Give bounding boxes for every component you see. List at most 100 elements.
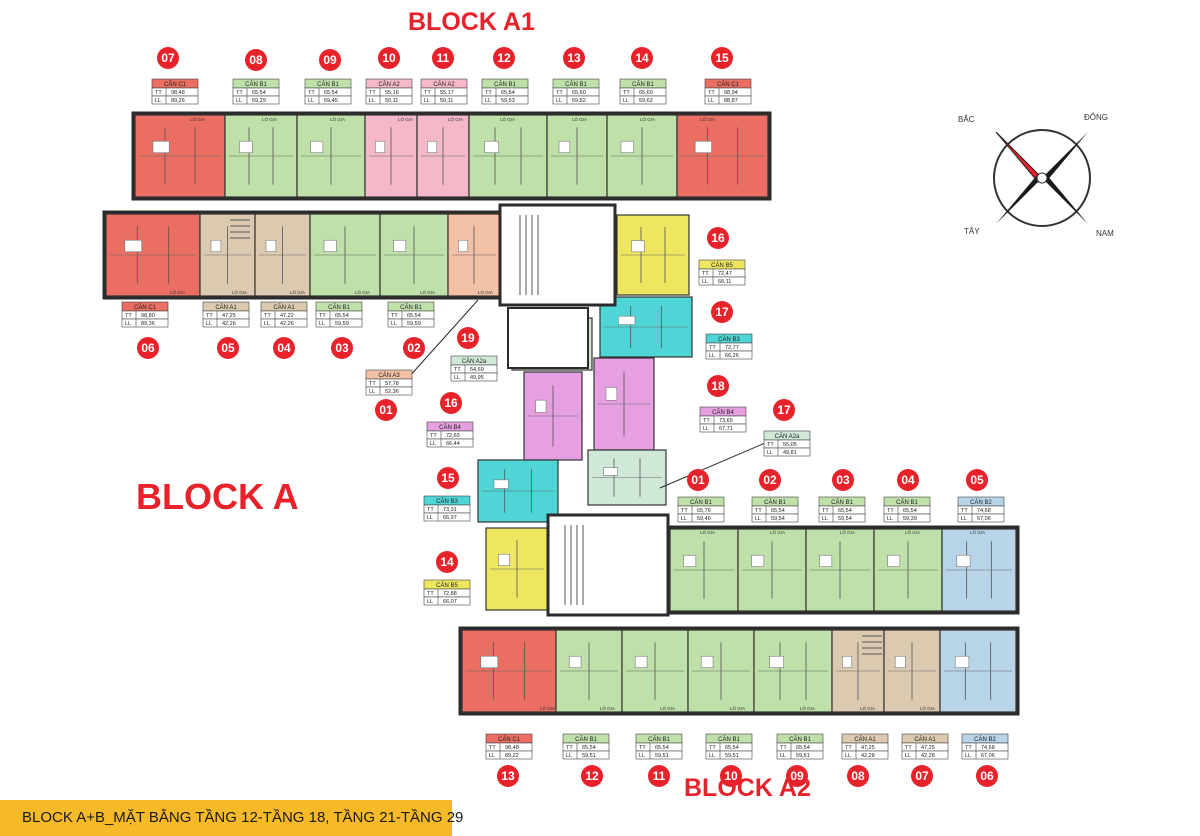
furniture: [751, 554, 765, 568]
area-value-ll: 59,51: [796, 753, 810, 759]
apartment-number-a2-08: 08: [847, 765, 869, 787]
compass-ring: [993, 129, 1091, 227]
compass-needle-south: [1042, 174, 1088, 224]
apartment-number-badge: [457, 327, 479, 349]
area-key-tt: TT: [709, 745, 716, 751]
area-key-tt: TT: [369, 381, 376, 387]
area-key-tt: TT: [264, 313, 271, 319]
apartment-number-badge: [378, 47, 400, 69]
area-key-ll: LL: [702, 279, 708, 285]
area-key-ll: LL: [308, 98, 314, 104]
area-key-tt: TT: [702, 271, 709, 277]
furniture: [769, 655, 784, 669]
apartment-number-text: 17: [715, 305, 729, 319]
apartment-number-badge: [436, 551, 458, 573]
area-key-ll: LL: [155, 98, 161, 104]
apartment-number-text: 15: [441, 471, 455, 485]
furniture: [124, 239, 143, 253]
apartment-area-row: [426, 438, 474, 448]
area-value-tt: 65,54: [582, 745, 596, 751]
area-value-tt: 98,48: [505, 745, 519, 751]
area-value-tt: 65,54: [252, 90, 266, 96]
area-value-tt: 65,60: [572, 90, 586, 96]
logia-label: LÔ GIA: [860, 705, 875, 711]
logia-label: LÔ GIA: [800, 705, 815, 711]
area-value-ll: 66,97: [443, 515, 457, 521]
area-value-tt: 65,60: [639, 90, 653, 96]
apartment-type-label: CĂN B1: [245, 81, 267, 88]
area-value-ll: 59,52: [572, 98, 586, 104]
apartment-number-badge: [375, 399, 397, 421]
apartment-number-a1-03: 03: [331, 337, 353, 359]
area-value-ll: 89,26: [171, 98, 185, 104]
logia-label: LÔ GIA: [970, 529, 985, 535]
apartment-area-row: [818, 513, 866, 523]
area-key-tt: TT: [427, 507, 434, 513]
area-key-ll: LL: [454, 375, 460, 381]
area-value-tt: 54,69: [470, 367, 484, 373]
furniture: [956, 554, 971, 568]
furniture: [618, 315, 636, 325]
apartment-area-row: [423, 512, 471, 522]
logia-label: LÔ GIA: [290, 289, 305, 295]
area-value-ll: 42,28: [861, 753, 875, 759]
area-key-ll: LL: [264, 321, 270, 327]
area-value-ll: 59,45: [324, 98, 338, 104]
apartment-number-a1-08: 08: [245, 49, 267, 71]
compass-label-south: NAM: [1096, 229, 1114, 238]
area-key-tt: TT: [767, 442, 774, 448]
area-key-ll: LL: [369, 98, 375, 104]
apartment-number-a2-17: 17: [773, 399, 795, 421]
apartment-number-text: 09: [790, 769, 804, 783]
logia-label: LÔ GIA: [905, 529, 920, 535]
apartment-number-text: 11: [653, 769, 666, 783]
apartment-area-row: [698, 276, 746, 286]
apartment-number-text: 10: [382, 51, 396, 65]
area-key-ll: LL: [639, 753, 645, 759]
area-key-tt: TT: [556, 90, 563, 96]
area-value-tt: 65,76: [697, 508, 711, 514]
apartment-number-badge: [832, 469, 854, 491]
area-value-ll: 66,44: [446, 441, 460, 447]
area-key-tt: TT: [703, 418, 710, 424]
apartment-number-a1-06: 06: [137, 337, 159, 359]
apartment-number-badge: [707, 375, 729, 397]
area-value-ll: 67,06: [977, 516, 991, 522]
apartment-number-text: 17: [777, 403, 791, 417]
logia-label: LÔ GIA: [478, 289, 493, 295]
area-value-tt: 98,80: [141, 313, 155, 319]
apartment-area-row: [423, 596, 471, 606]
compass-needle-east: [1042, 132, 1088, 182]
compass-needle-north: [995, 131, 1043, 183]
logia-label: LÔ GIA: [262, 116, 277, 122]
area-value-ll: 59,51: [725, 753, 739, 759]
apartment-type-label: CĂN B1: [400, 304, 422, 311]
area-value-tt: 72,47: [718, 271, 732, 277]
furniture: [683, 554, 697, 568]
area-key-tt: TT: [424, 90, 431, 96]
logia-label: LÔ GIA: [770, 529, 785, 535]
area-value-tt: 72,77: [725, 345, 739, 351]
furniture: [819, 554, 833, 568]
area-value-tt: 47,25: [921, 745, 935, 751]
apartment-number-text: 05: [221, 341, 235, 355]
area-value-ll: 59,39: [903, 516, 917, 522]
area-value-ll: 88,87: [724, 98, 738, 104]
apartment-number-text: 19: [461, 331, 475, 345]
compass-rose: BẮC ĐÔNG TÂY NAM: [958, 113, 1114, 238]
furniture: [152, 140, 170, 154]
apartment-area-row: [776, 750, 824, 760]
apartment-area-row: [841, 750, 889, 760]
apartment-area-row: [562, 750, 610, 760]
furniture: [842, 655, 853, 669]
apartment-type-label: CĂN B3: [436, 498, 458, 505]
apartment-area-row: [315, 318, 363, 328]
logia-label: LÔ GIA: [190, 116, 205, 122]
callout-line-a2-17: [659, 442, 766, 489]
apartment-number-a1-11: 11: [432, 47, 454, 69]
